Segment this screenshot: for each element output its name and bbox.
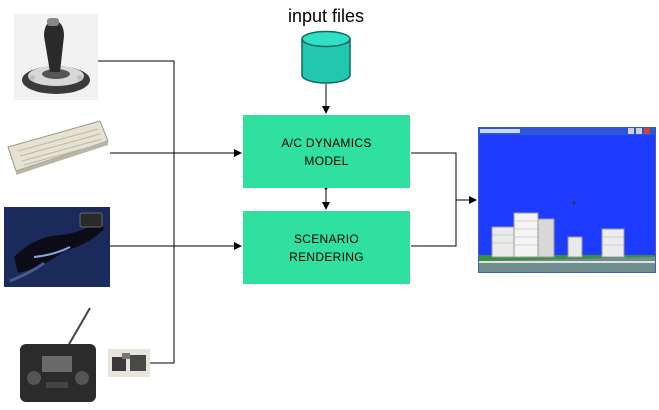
scenario-rendering-line2: RENDERING <box>289 249 364 264</box>
ac-dynamics-model-box: A/C DYNAMICS MODEL <box>243 115 410 188</box>
scenario-rendering-box: SCENARIO RENDERING <box>243 211 410 284</box>
database-icon <box>301 30 351 84</box>
keyboard-icon <box>7 120 109 175</box>
joystick-icon <box>14 14 98 100</box>
servo-icon <box>108 349 150 377</box>
data-glove-icon <box>4 207 110 287</box>
outputs-connector <box>411 152 457 247</box>
input-files-label: input files <box>287 6 365 26</box>
joystick-connector <box>98 60 175 364</box>
scenario-rendering-line1: SCENARIO <box>293 231 360 246</box>
rc-transmitter-icon <box>20 307 96 402</box>
ac-dynamics-line2: MODEL <box>304 153 349 168</box>
simulation-window-icon <box>478 127 656 273</box>
ac-dynamics-line1: A/C DYNAMICS <box>281 135 372 150</box>
